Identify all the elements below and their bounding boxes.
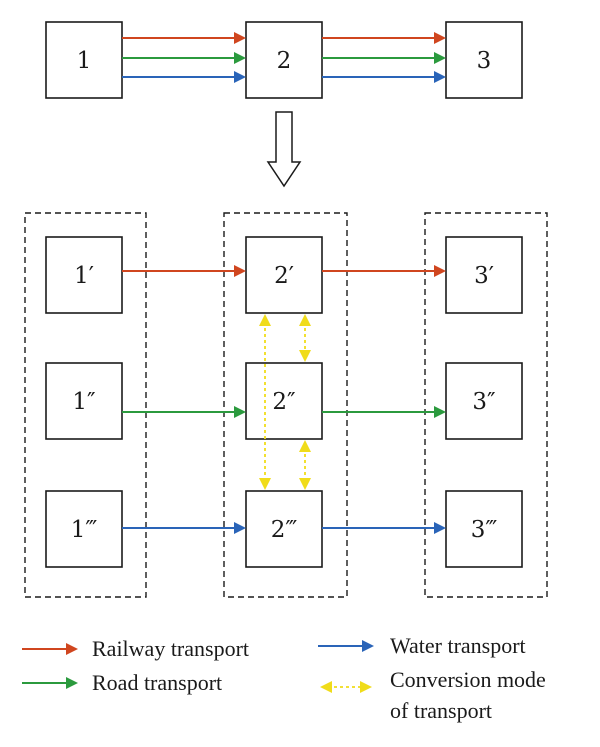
node-3-double-prime-label: 3″ — [472, 389, 496, 415]
legend-railway: Railway transport — [22, 636, 249, 661]
node-3-triple-prime-label: 3‴ — [471, 517, 498, 543]
top-node-2: 2 — [245, 21, 323, 99]
down-arrow-icon — [266, 111, 302, 188]
node-1-prime: 1′ — [45, 236, 123, 314]
legend-railway-label: Railway transport — [92, 636, 249, 661]
node-3-prime: 3′ — [445, 236, 523, 314]
top-row: 1 2 3 — [45, 21, 523, 99]
top-node-3-label: 3 — [477, 48, 492, 74]
top-node-1-box — [45, 21, 123, 99]
legend-conversion: Conversion mode of transport — [320, 667, 546, 723]
legend-conversion-label-2: of transport — [390, 698, 492, 723]
node-1-double-prime: 1″ — [45, 362, 123, 440]
top-node-3: 3 — [445, 21, 523, 99]
top-node-2-box — [245, 21, 323, 99]
node-3-prime-label: 3′ — [474, 263, 494, 289]
legend-water: Water transport — [318, 633, 526, 658]
node-3-double-prime: 3″ — [445, 362, 523, 440]
node-1-prime-label: 1′ — [74, 263, 94, 289]
node-2-prime-label: 2′ — [274, 263, 294, 289]
top-node-1: 1 — [45, 21, 123, 99]
legend: Railway transport Road transport Water t… — [22, 633, 546, 723]
top-node-2-label: 2 — [277, 48, 292, 74]
node-1-double-prime-label: 1″ — [72, 389, 96, 415]
top-node-1-label: 1 — [77, 48, 92, 74]
legend-road: Road transport — [22, 670, 222, 695]
node-2-triple-prime-label: 2‴ — [271, 517, 298, 543]
legend-road-label: Road transport — [92, 670, 222, 695]
legend-conversion-label-1: Conversion mode — [390, 667, 546, 692]
node-2-double-prime-label: 2″ — [272, 389, 296, 415]
node-2-triple-prime: 2‴ — [245, 490, 323, 568]
legend-water-label: Water transport — [390, 633, 526, 658]
node-1-triple-prime-label: 1‴ — [71, 517, 98, 543]
node-1-triple-prime: 1‴ — [45, 490, 123, 568]
top-node-3-box — [445, 21, 523, 99]
node-2-double-prime: 2″ — [245, 362, 323, 440]
node-2-prime: 2′ — [245, 236, 323, 314]
group-transfer — [223, 212, 348, 598]
group-destination — [424, 212, 548, 598]
group-origin — [24, 212, 147, 598]
node-3-triple-prime: 3‴ — [445, 490, 523, 568]
